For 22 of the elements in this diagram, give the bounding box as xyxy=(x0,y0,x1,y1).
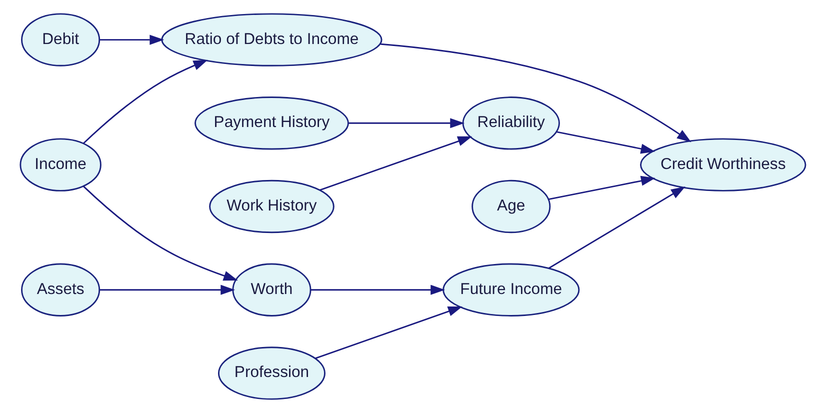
arrow xyxy=(548,176,656,200)
node-ellipse: Payment History xyxy=(194,96,349,150)
arrow xyxy=(320,136,472,191)
node-ellipse: Age xyxy=(472,180,551,234)
node-ellipse: Reliability xyxy=(462,96,560,150)
node-ellipse: Worth xyxy=(232,263,312,316)
arrow xyxy=(100,34,164,45)
arrow xyxy=(310,284,445,295)
arrow xyxy=(315,306,462,359)
arrow xyxy=(100,284,236,295)
arrow xyxy=(380,43,692,142)
arrow xyxy=(83,60,208,144)
node-ellipse: Debit xyxy=(21,13,100,66)
arrow xyxy=(83,186,238,281)
node-ellipse: Ratio of Debts to Income xyxy=(161,13,382,66)
arrow xyxy=(556,131,656,154)
node-ellipse: Profession xyxy=(218,346,326,400)
node-ellipse: Income xyxy=(20,138,102,192)
arrow xyxy=(548,186,686,269)
arrow xyxy=(348,118,465,128)
node-ellipse: Work History xyxy=(209,180,334,234)
node-ellipse: Assets xyxy=(21,263,100,316)
